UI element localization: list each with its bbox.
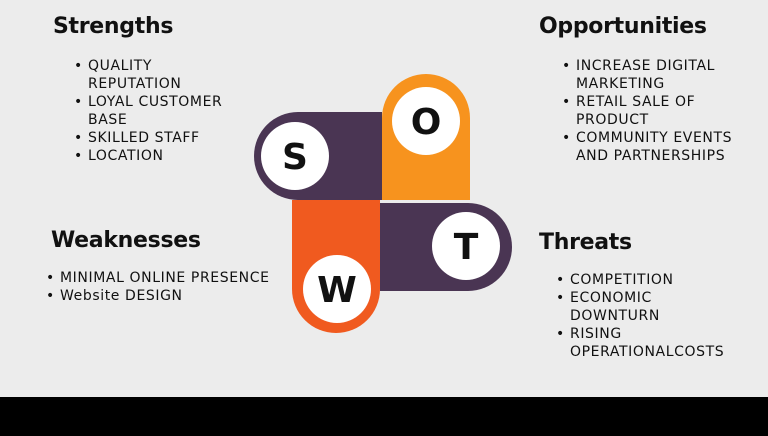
opportunities-section: Opportunities INCREASE DIGITAL MARKETING… [539, 14, 762, 165]
strengths-item: SKILLED STAFF [74, 129, 244, 147]
letter-o: O [411, 102, 442, 143]
weaknesses-section: Weaknesses MINIMAL ONLINE PRESENCE Websi… [46, 228, 306, 305]
letter-s: S [282, 137, 308, 178]
opportunities-item: COMMUNITY EVENTS AND PARTNERSHIPS [562, 129, 762, 165]
w-circle [303, 255, 371, 323]
opportunities-title: Opportunities [539, 14, 707, 39]
t-circle [432, 212, 500, 280]
strengths-item: LOCATION [74, 147, 244, 165]
threats-section: Threats COMPETITION ECONOMIC DOWNTURN RI… [539, 230, 746, 361]
opportunities-list: INCREASE DIGITAL MARKETING RETAIL SALE O… [562, 57, 762, 165]
weaknesses-title: Weaknesses [51, 228, 201, 253]
opportunities-item: RETAIL SALE OF PRODUCT [562, 93, 762, 129]
strengths-list: QUALITY REPUTATION LOYAL CUSTOMER BASE S… [74, 57, 244, 165]
threats-item: RISING OPERATIONALCOSTS [556, 325, 746, 361]
threats-item: COMPETITION [556, 271, 746, 289]
bottom-bar [0, 397, 768, 436]
threats-item: ECONOMIC DOWNTURN [556, 289, 746, 325]
s-circle [261, 122, 329, 190]
strengths-section: Strengths QUALITY REPUTATION LOYAL CUSTO… [53, 14, 244, 165]
o-circle [392, 87, 460, 155]
strengths-title: Strengths [53, 14, 174, 39]
strengths-item: LOYAL CUSTOMER BASE [74, 93, 244, 129]
weaknesses-list: MINIMAL ONLINE PRESENCE Website DESIGN [46, 269, 306, 305]
weaknesses-item: MINIMAL ONLINE PRESENCE [46, 269, 306, 287]
threats-list: COMPETITION ECONOMIC DOWNTURN RISING OPE… [556, 271, 746, 361]
opportunities-item: INCREASE DIGITAL MARKETING [562, 57, 762, 93]
weaknesses-item: Website DESIGN [46, 287, 306, 305]
threats-title: Threats [539, 230, 632, 255]
letter-t: T [454, 227, 479, 268]
letter-w: W [317, 270, 357, 311]
strengths-item: QUALITY REPUTATION [74, 57, 244, 93]
